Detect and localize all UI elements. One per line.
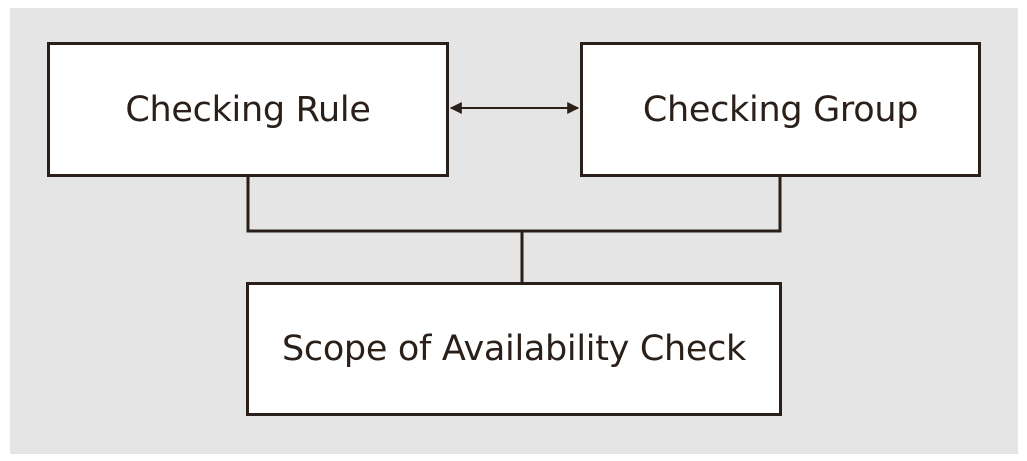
checking-group-box: Checking Group xyxy=(580,42,981,177)
checking-rule-label: Checking Rule xyxy=(125,89,371,130)
checking-rule-box: Checking Rule xyxy=(47,42,449,177)
checking-group-label: Checking Group xyxy=(642,89,919,130)
scope-of-availability-check-box: Scope of Availability Check xyxy=(246,282,782,416)
scope-of-availability-check-label: Scope of Availability Check xyxy=(281,329,747,369)
join-connector xyxy=(246,177,782,282)
